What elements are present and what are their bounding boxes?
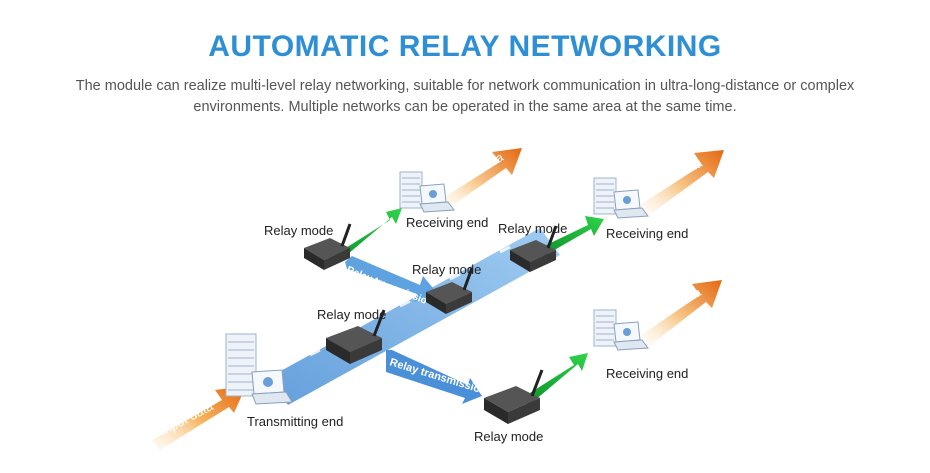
server-laptop-icon [593,309,649,351]
server-laptop-icon [593,177,649,219]
server-laptop-icon [225,333,293,405]
relay-transmission-arrow-lower: Relay transmission [386,350,488,404]
relay-device-icon [304,223,352,270]
relay-mode-label-bottom: Relay mode [474,429,544,444]
output-arrow-top: Output Data [440,148,522,210]
relay-mode-label-middle: Relay mode [412,262,482,277]
relay-mode-label-center: Relay mode [317,307,387,322]
receiving-end-label-right: Receiving end [606,226,689,241]
relay-device-icon [426,267,474,314]
relay-mode-label-top-left: Relay mode [264,223,334,238]
server-laptop-icon [399,171,455,213]
page-title: AUTOMATIC RELAY NETWORKING [208,30,722,63]
output-arrow-right: Output Data [640,150,724,216]
relay-device-icon [326,309,386,364]
relay-device-icon [510,225,558,272]
transmitting-end-label: Transmitting end [247,414,344,429]
page-subtitle: The module can realize multi-level relay… [75,78,855,115]
relay-device-icon [484,369,544,424]
output-arrow-bottom: Output Data [640,280,722,347]
green-arrow-top-right [540,216,604,256]
receiving-end-label-bottom: Receiving end [606,366,689,381]
relay-mode-label-top-right: Relay mode [498,221,568,236]
receiving-end-label-top: Receiving end [406,215,489,230]
green-arrow-bottom [522,353,588,406]
